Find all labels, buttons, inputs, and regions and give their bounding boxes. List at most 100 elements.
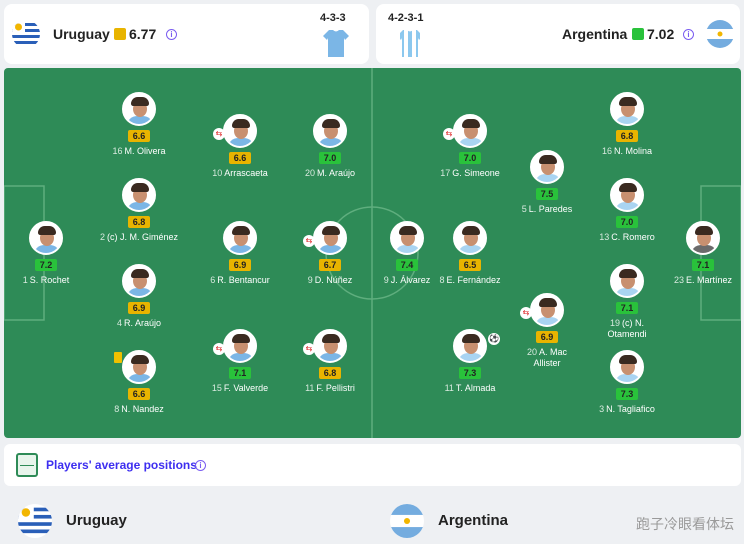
substitution-icon: ⇆ (303, 343, 315, 355)
player-rating: 7.0 (616, 216, 638, 228)
player-label: 19(c) N. Otamendi (607, 318, 647, 339)
away-team-card[interactable]: 4-2-3-1 Argentina 7.02 i (376, 4, 740, 64)
player-rating: 7.3 (459, 367, 481, 379)
home-team-rating: 6.77 (129, 26, 157, 42)
player-rating: 7.4 (396, 259, 418, 271)
away-rating-square (632, 28, 644, 40)
player-photo (122, 350, 156, 384)
player-rating: 6.8 (616, 130, 638, 142)
info-icon[interactable]: i (683, 29, 694, 40)
player-label: 2(c) J. M. Giménez (99, 232, 179, 242)
home-team-card[interactable]: Uruguay 6.77 i 4-3-3 (4, 4, 369, 64)
player-photo (223, 221, 257, 255)
player-rating: 7.5 (536, 188, 558, 200)
substitution-icon: ⇆ (303, 235, 315, 247)
footer-home-team[interactable]: Uruguay (0, 500, 370, 544)
player-photo (313, 221, 347, 255)
player-rating: 7.1 (229, 367, 251, 379)
average-positions-label: Players' average positions (46, 458, 197, 472)
player-photo (122, 264, 156, 298)
substitution-icon: ⇆ (213, 343, 225, 355)
watermark: 跑子冷眼看体坛 (636, 516, 734, 532)
player-rating: 6.8 (319, 367, 341, 379)
uruguay-flag-icon (18, 504, 52, 538)
away-shirt-icon (396, 28, 424, 58)
substitution-icon: ⇆ (443, 128, 455, 140)
player-rating: 6.6 (128, 388, 150, 400)
uruguay-flag-icon (12, 20, 40, 48)
player-photo (530, 293, 564, 327)
player-rating: 7.0 (459, 152, 481, 164)
goal-icon: ⚽ (488, 333, 500, 345)
player-photo (313, 329, 347, 363)
argentina-flag-icon (390, 504, 424, 538)
home-rating-square (114, 28, 126, 40)
player-photo (610, 264, 644, 298)
player-rating: 6.5 (459, 259, 481, 271)
player-rating: 7.1 (692, 259, 714, 271)
yellow-card-icon (114, 352, 122, 363)
player-rating: 6.8 (128, 216, 150, 228)
player-away-otamendi[interactable]: 7.1 19(c) N. Otamendi (582, 264, 672, 340)
player-rating: 7.3 (616, 388, 638, 400)
player-photo (610, 92, 644, 126)
player-home-gimenez[interactable]: 6.8 2(c) J. M. Giménez (94, 178, 184, 243)
player-rating: 7.2 (35, 259, 57, 271)
player-photo (122, 92, 156, 126)
player-rating: 6.6 (229, 152, 251, 164)
player-photo (29, 221, 63, 255)
average-positions-button[interactable]: Players' average positions i (4, 444, 741, 486)
player-photo (122, 178, 156, 212)
player-rating: 6.9 (229, 259, 251, 271)
player-photo (313, 114, 347, 148)
player-rating: 7.0 (319, 152, 341, 164)
substitution-icon: ⇆ (213, 128, 225, 140)
footer-away-team[interactable]: Argentina (376, 500, 616, 544)
player-photo (610, 350, 644, 384)
away-team-rating: 7.02 (647, 26, 675, 42)
info-icon[interactable]: i (166, 29, 177, 40)
info-icon[interactable]: i (195, 460, 206, 471)
footer-home-name: Uruguay (66, 512, 127, 529)
pitch-icon (16, 453, 38, 477)
player-photo (453, 114, 487, 148)
player-photo (453, 329, 487, 363)
player-photo (390, 221, 424, 255)
player-photo (530, 150, 564, 184)
